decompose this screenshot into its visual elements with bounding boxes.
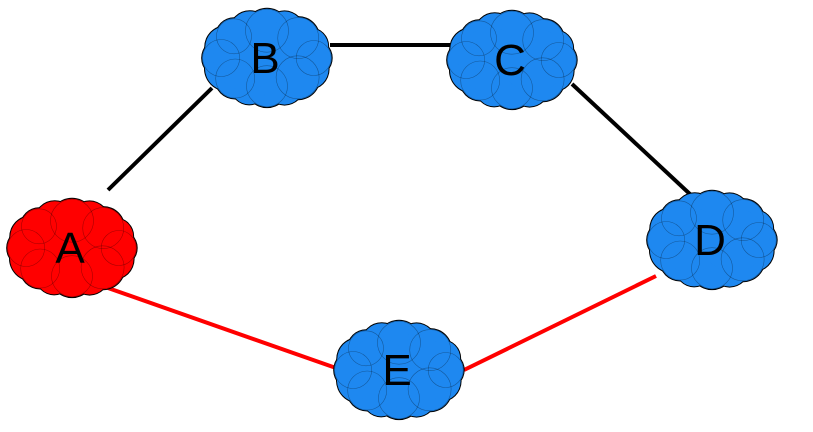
edge-e-d	[463, 274, 657, 372]
node-layer: A B C D E	[6, 7, 778, 421]
node-label-d: D	[694, 216, 726, 265]
node-c: C	[446, 9, 578, 111]
node-b: B	[201, 7, 333, 109]
edge-a-e	[107, 286, 337, 370]
cloud-c-shape	[446, 9, 578, 111]
node-e: E	[333, 319, 465, 421]
node-label-e: E	[382, 346, 411, 395]
cloud-a-shape	[6, 197, 138, 299]
node-label-b: B	[250, 34, 279, 83]
edge-layer	[106, 43, 694, 372]
edge-a-b	[106, 86, 214, 192]
node-a: A	[6, 197, 138, 299]
cloud-b-shape	[201, 7, 333, 109]
node-label-c: C	[494, 36, 526, 85]
node-label-a: A	[55, 224, 85, 273]
node-d: D	[646, 189, 778, 291]
cloud-d-shape	[646, 189, 778, 291]
edge-c-d	[570, 82, 694, 198]
cloud-e-shape	[333, 319, 465, 421]
